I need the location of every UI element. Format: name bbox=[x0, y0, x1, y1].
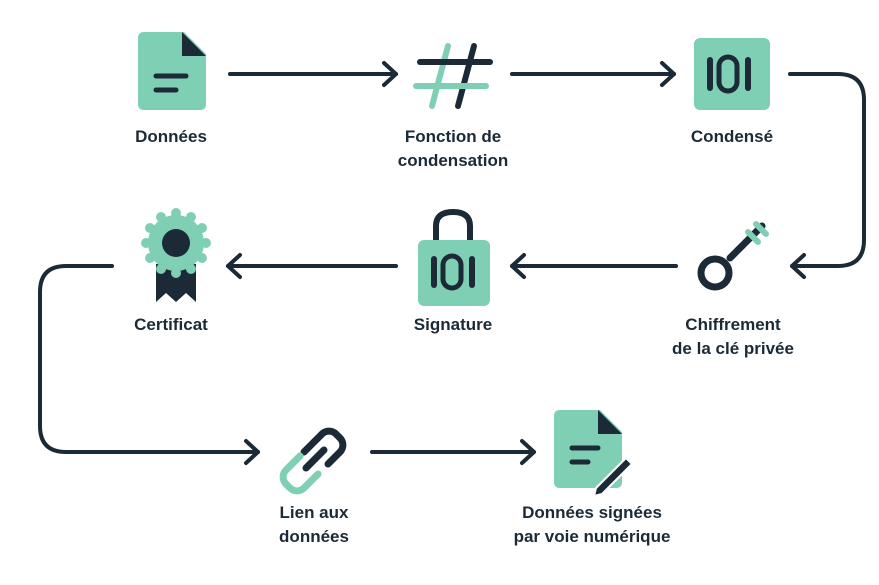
key-icon bbox=[697, 221, 769, 291]
arrow-key-to-signature bbox=[510, 253, 678, 279]
node-label-hash-function: Fonction de condensation bbox=[398, 125, 509, 173]
connectors bbox=[38, 61, 866, 465]
arrow-data-to-hash bbox=[228, 61, 398, 87]
node-label-digitally-signed-data: Données signées par voie numérique bbox=[514, 501, 671, 549]
arrow-digest-to-key bbox=[788, 72, 866, 279]
label-line: Données bbox=[135, 127, 207, 146]
node-label-digest: Condensé bbox=[691, 125, 773, 149]
node-label-data: Données bbox=[135, 125, 207, 149]
label-line: condensation bbox=[397, 151, 509, 170]
label-line: Signature bbox=[413, 315, 493, 334]
chain-link-icon bbox=[279, 427, 347, 495]
label-line: données bbox=[279, 527, 349, 546]
node-label-data-link: Lien aux données bbox=[279, 501, 349, 549]
node-label-private-key-encryption: Chiffrement de la clé privée bbox=[672, 313, 794, 361]
node-label-signature: Signature bbox=[414, 313, 492, 337]
signed-document-icon bbox=[554, 410, 633, 497]
arrow-link-to-signed-data bbox=[370, 439, 536, 465]
certificate-badge-icon bbox=[141, 208, 211, 302]
arrow-certificate-to-link bbox=[38, 264, 260, 465]
arrow-signature-to-certificate bbox=[226, 253, 398, 279]
padlock-101-icon bbox=[418, 208, 490, 306]
binary-101-icon bbox=[694, 38, 770, 110]
document-icon bbox=[138, 32, 206, 110]
label-line: Fonction de bbox=[404, 127, 502, 146]
label-line: Données signées bbox=[522, 503, 662, 522]
label-line: Certificat bbox=[134, 315, 208, 334]
label-line: par voie numérique bbox=[513, 527, 671, 546]
label-line: de la clé privée bbox=[672, 339, 794, 358]
label-line: Chiffrement bbox=[685, 315, 781, 334]
hash-icon bbox=[413, 43, 493, 109]
arrow-hash-to-digest bbox=[510, 61, 676, 87]
node-label-certificate: Certificat bbox=[134, 313, 208, 337]
label-line: Lien aux bbox=[279, 503, 349, 522]
label-line: Condensé bbox=[690, 127, 774, 146]
